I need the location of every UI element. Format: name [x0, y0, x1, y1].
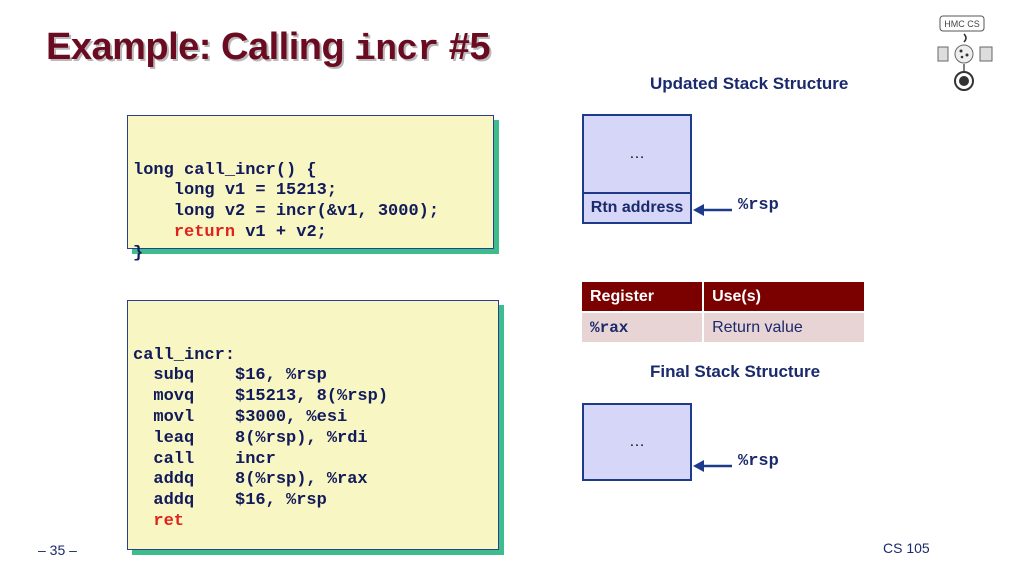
code-line: long call_incr() { [133, 161, 488, 182]
register-table: Register Use(s) %rax Return value [582, 282, 864, 342]
code-text: } [133, 243, 144, 263]
uses-column-header: Use(s) [703, 282, 864, 312]
code-line: call incr [133, 450, 493, 471]
code-text: leaq 8(%rsp), %rdi [133, 428, 368, 448]
assembly-code: call_incr: subq $16, %rsp movq $15213, 8… [133, 346, 493, 533]
code-line: subq $16, %rsp [133, 366, 493, 387]
assembly-code-box: call_incr: subq $16, %rsp movq $15213, 8… [127, 300, 499, 550]
c-source-code-box: long call_incr() { long v1 = 15213; long… [127, 115, 494, 263]
code-text: addq 8(%rsp), %rax [133, 470, 368, 490]
code-text: long call_incr() { [133, 160, 317, 180]
code-line: movl $3000, %esi [133, 408, 493, 429]
course-label: CS 105 [883, 540, 930, 556]
updated-stack-heading: Updated Stack Structure [650, 74, 849, 93]
register-column-header: Register [582, 282, 705, 312]
register-table-header-row: Register Use(s) [582, 282, 864, 312]
code-text: long v1 = 15213; [133, 181, 338, 201]
updated-stack-ellipsis: … [629, 145, 645, 162]
code-text: addq $16, %rsp [133, 491, 327, 511]
c-source-code: long call_incr() { long v1 = 15213; long… [133, 161, 488, 265]
page-number: – 35 – [38, 542, 77, 558]
code-line: long v1 = 15213; [133, 181, 488, 202]
code-line: } [133, 244, 488, 265]
updated-rsp-arrow [693, 204, 732, 216]
code-line: movq $15213, 8(%rsp) [133, 387, 493, 408]
final-stack-heading: Final Stack Structure [650, 362, 821, 381]
slide-title: Example: Calling incr #5 [46, 26, 491, 70]
code-text: long v2 = incr(&v1, 3000); [133, 202, 440, 222]
rtn-address-cell: Rtn address [582, 192, 692, 224]
register-cell: %rax [582, 311, 705, 342]
code-line: return v1 + v2; [133, 223, 488, 244]
hmc-cs-logo: HMC CS [937, 15, 993, 91]
code-text: movl $3000, %esi [133, 407, 348, 427]
code-text [133, 223, 174, 242]
title-prefix: Example: Calling [46, 26, 355, 68]
rtn-address-label: Rtn address [590, 199, 684, 216]
title-function-name: incr [354, 29, 439, 70]
code-keyword: return [173, 222, 236, 242]
code-text: call incr [133, 449, 276, 469]
updated-rsp-label: %rsp [738, 196, 779, 215]
code-text: call_incr: [133, 345, 236, 365]
code-line: long v2 = incr(&v1, 3000); [133, 202, 488, 223]
title-suffix: #5 [438, 26, 491, 68]
use-cell: Return value [703, 311, 864, 342]
code-keyword: ret [153, 511, 185, 531]
final-rsp-arrow [693, 460, 732, 472]
final-stack-ellipsis: … [629, 433, 645, 450]
code-text: subq $16, %rsp [133, 366, 327, 386]
final-stack-top-cell: … [582, 403, 692, 481]
logo-text: HMC CS [944, 19, 980, 29]
table-row: %rax Return value [582, 311, 864, 342]
code-text [133, 512, 153, 531]
final-rsp-label: %rsp [738, 452, 779, 471]
updated-stack-top-cell: … [582, 114, 692, 194]
code-line: leaq 8(%rsp), %rdi [133, 429, 493, 450]
code-line: addq $16, %rsp [133, 491, 493, 512]
code-line: call_incr: [133, 346, 493, 367]
code-text: movq $15213, 8(%rsp) [133, 387, 389, 407]
code-line: addq 8(%rsp), %rax [133, 470, 493, 491]
code-line: ret [133, 512, 493, 533]
code-text: v1 + v2; [235, 222, 327, 242]
